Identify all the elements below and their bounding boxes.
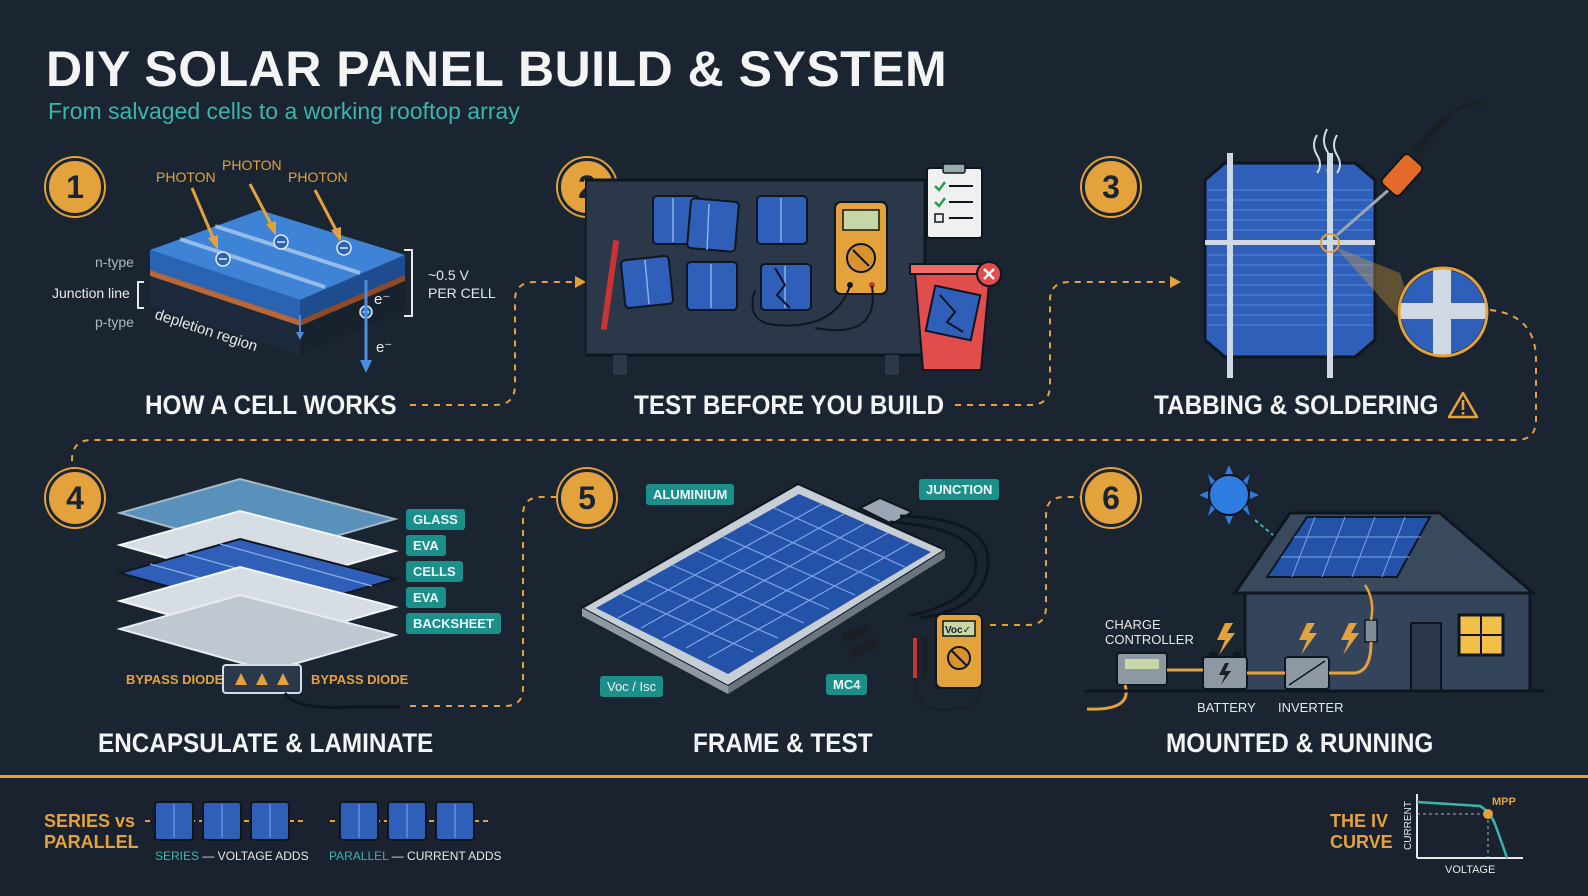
- laminate-layers: [116, 477, 400, 709]
- photon-label-3: PHOTON: [288, 169, 348, 185]
- bypass-diode-label-left: BYPASS DIODE: [126, 672, 224, 687]
- parallel-caption: PARALLEL — CURRENT ADDS: [329, 849, 502, 863]
- iv-curve-title-2: CURVE: [1330, 832, 1393, 852]
- step-title-4: ENCAPSULATE & LAMINATE: [98, 728, 434, 758]
- parallel-diagram: [330, 801, 490, 841]
- step-number-1: 1: [46, 158, 104, 216]
- photon-arrows: [190, 183, 341, 250]
- layer-tag-glass: GLASS: [406, 509, 465, 530]
- iv-ylabel: CURRENT: [1403, 801, 1414, 850]
- page-title: DIY SOLAR PANEL BUILD & SYSTEM: [46, 41, 948, 97]
- step-title-3: TABBING & SOLDERING: [1154, 390, 1439, 420]
- voltage-value: ~0.5 V: [428, 267, 469, 283]
- layer-tag-backsheet: BACKSHEET: [406, 613, 501, 634]
- page-subtitle: From salvaged cells to a working rooftop…: [48, 98, 520, 124]
- iv-curve-chart: MPP VOLTAGE CURRENT: [1403, 794, 1523, 876]
- house-system: [1085, 465, 1545, 711]
- voltage-bracket: [404, 249, 413, 317]
- series-parallel-title-2: PARALLEL: [44, 832, 139, 852]
- parallel-caption-word: PARALLEL: [329, 849, 389, 863]
- junction-bracket: [137, 281, 144, 309]
- series-caption: SERIES — VOLTAGE ADDS: [155, 849, 309, 863]
- charge-controller-label-2: CONTROLLER: [1105, 632, 1194, 647]
- inverter-label: INVERTER: [1278, 700, 1344, 715]
- layer-tag-eva-bottom: EVA: [406, 587, 446, 608]
- series-caption-word: SERIES: [155, 849, 200, 863]
- bypass-diode-label-right: BYPASS DIODE: [311, 672, 409, 687]
- charge-controller-label-1: CHARGE: [1105, 617, 1161, 632]
- test-bench: [585, 163, 1002, 375]
- tabbing-cell: [1203, 102, 1489, 378]
- voltage-unit: PER CELL: [428, 285, 496, 301]
- photon-label-2: PHOTON: [222, 157, 282, 173]
- step-number-4: 4: [46, 469, 104, 527]
- junction-box-tag: JUNCTION: [919, 479, 1000, 500]
- electron-label-1: e⁻: [374, 291, 391, 308]
- mc4-tag: MC4: [826, 674, 868, 695]
- aluminium-tag: ALUMINIUM: [646, 484, 735, 505]
- step-number-6: 6: [1082, 469, 1140, 527]
- voc-isc-tag: Voc / Isc: [600, 676, 664, 697]
- series-caption-rest: — VOLTAGE ADDS: [199, 849, 309, 863]
- parallel-caption-rest: — CURRENT ADDS: [388, 849, 502, 863]
- step-number-3: 3: [1082, 158, 1140, 216]
- step-number-5: 5: [558, 469, 616, 527]
- series-diagram: [145, 801, 305, 841]
- p-type-label: p-type: [95, 314, 134, 330]
- series-parallel-title-1: SERIES vs: [44, 811, 136, 831]
- iv-curve-title-1: THE IV: [1330, 811, 1389, 831]
- warning-icon: [1447, 391, 1479, 419]
- layer-tag-cells: CELLS: [406, 561, 463, 582]
- framed-panel: Voc✓: [580, 482, 990, 712]
- layer-tag-eva-top: EVA: [406, 535, 446, 556]
- junction-line-label: Junction line: [52, 285, 130, 301]
- electron-label-2: e⁻: [376, 339, 393, 356]
- step-title-6: MOUNTED & RUNNING: [1166, 728, 1434, 758]
- step-title-5: FRAME & TEST: [693, 728, 873, 758]
- cell-cross-section: [150, 210, 405, 373]
- battery-label: BATTERY: [1197, 700, 1256, 715]
- step-title-1: HOW A CELL WORKS: [145, 390, 397, 420]
- n-type-label: n-type: [95, 254, 134, 270]
- meter-screen-text: Voc✓: [945, 625, 971, 636]
- iv-mpp-label: MPP: [1492, 796, 1516, 808]
- step-title-2: TEST BEFORE YOU BUILD: [634, 390, 945, 420]
- photon-label-1: PHOTON: [156, 169, 216, 185]
- iv-xlabel: VOLTAGE: [1445, 864, 1495, 876]
